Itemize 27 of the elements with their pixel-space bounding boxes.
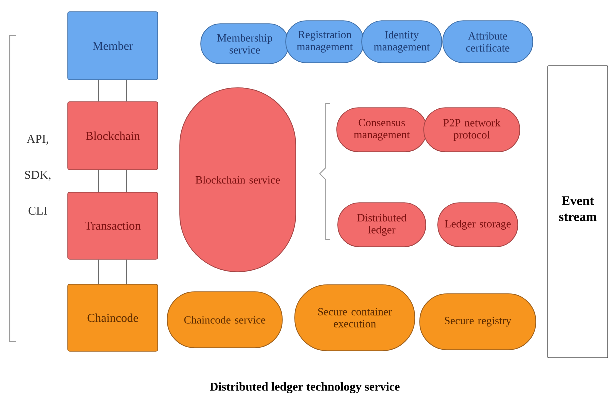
- interface-label: API,: [26, 135, 48, 145]
- interface-label: CLI: [28, 206, 48, 215]
- service-pill: Registration management: [286, 20, 364, 64]
- caption: Distributed ledger technology service: [210, 382, 400, 394]
- service-pill: P2P network protocol: [424, 108, 520, 152]
- connector-line: [98, 170, 100, 193]
- service-pill: Consensus management: [336, 108, 428, 152]
- service-pill: Secure registry: [420, 294, 536, 350]
- service-pill: Secure container execution: [294, 284, 416, 352]
- interface-label: SDK,: [25, 171, 51, 181]
- service-pill: Identity management: [362, 20, 442, 64]
- connector-line: [126, 80, 128, 102]
- connector-line: [98, 259, 100, 285]
- component-box: Member: [68, 12, 158, 80]
- connector-line: [126, 259, 128, 285]
- service-pill: Blockchain service: [180, 88, 296, 272]
- component-box: Transaction: [68, 192, 158, 260]
- component-box: Blockchain: [68, 102, 158, 170]
- connector-line: [126, 170, 128, 193]
- event-stream-box: Event stream: [548, 66, 608, 358]
- connector-line: [98, 80, 100, 102]
- component-box: Chaincode: [68, 284, 158, 352]
- service-pill: Chaincode service: [167, 292, 283, 348]
- service-pill: Membership service: [200, 24, 290, 64]
- service-pill: Ledger storage: [438, 202, 518, 248]
- service-pill: Distributed ledger: [338, 202, 426, 248]
- service-pill: Attribute certificate: [442, 20, 534, 64]
